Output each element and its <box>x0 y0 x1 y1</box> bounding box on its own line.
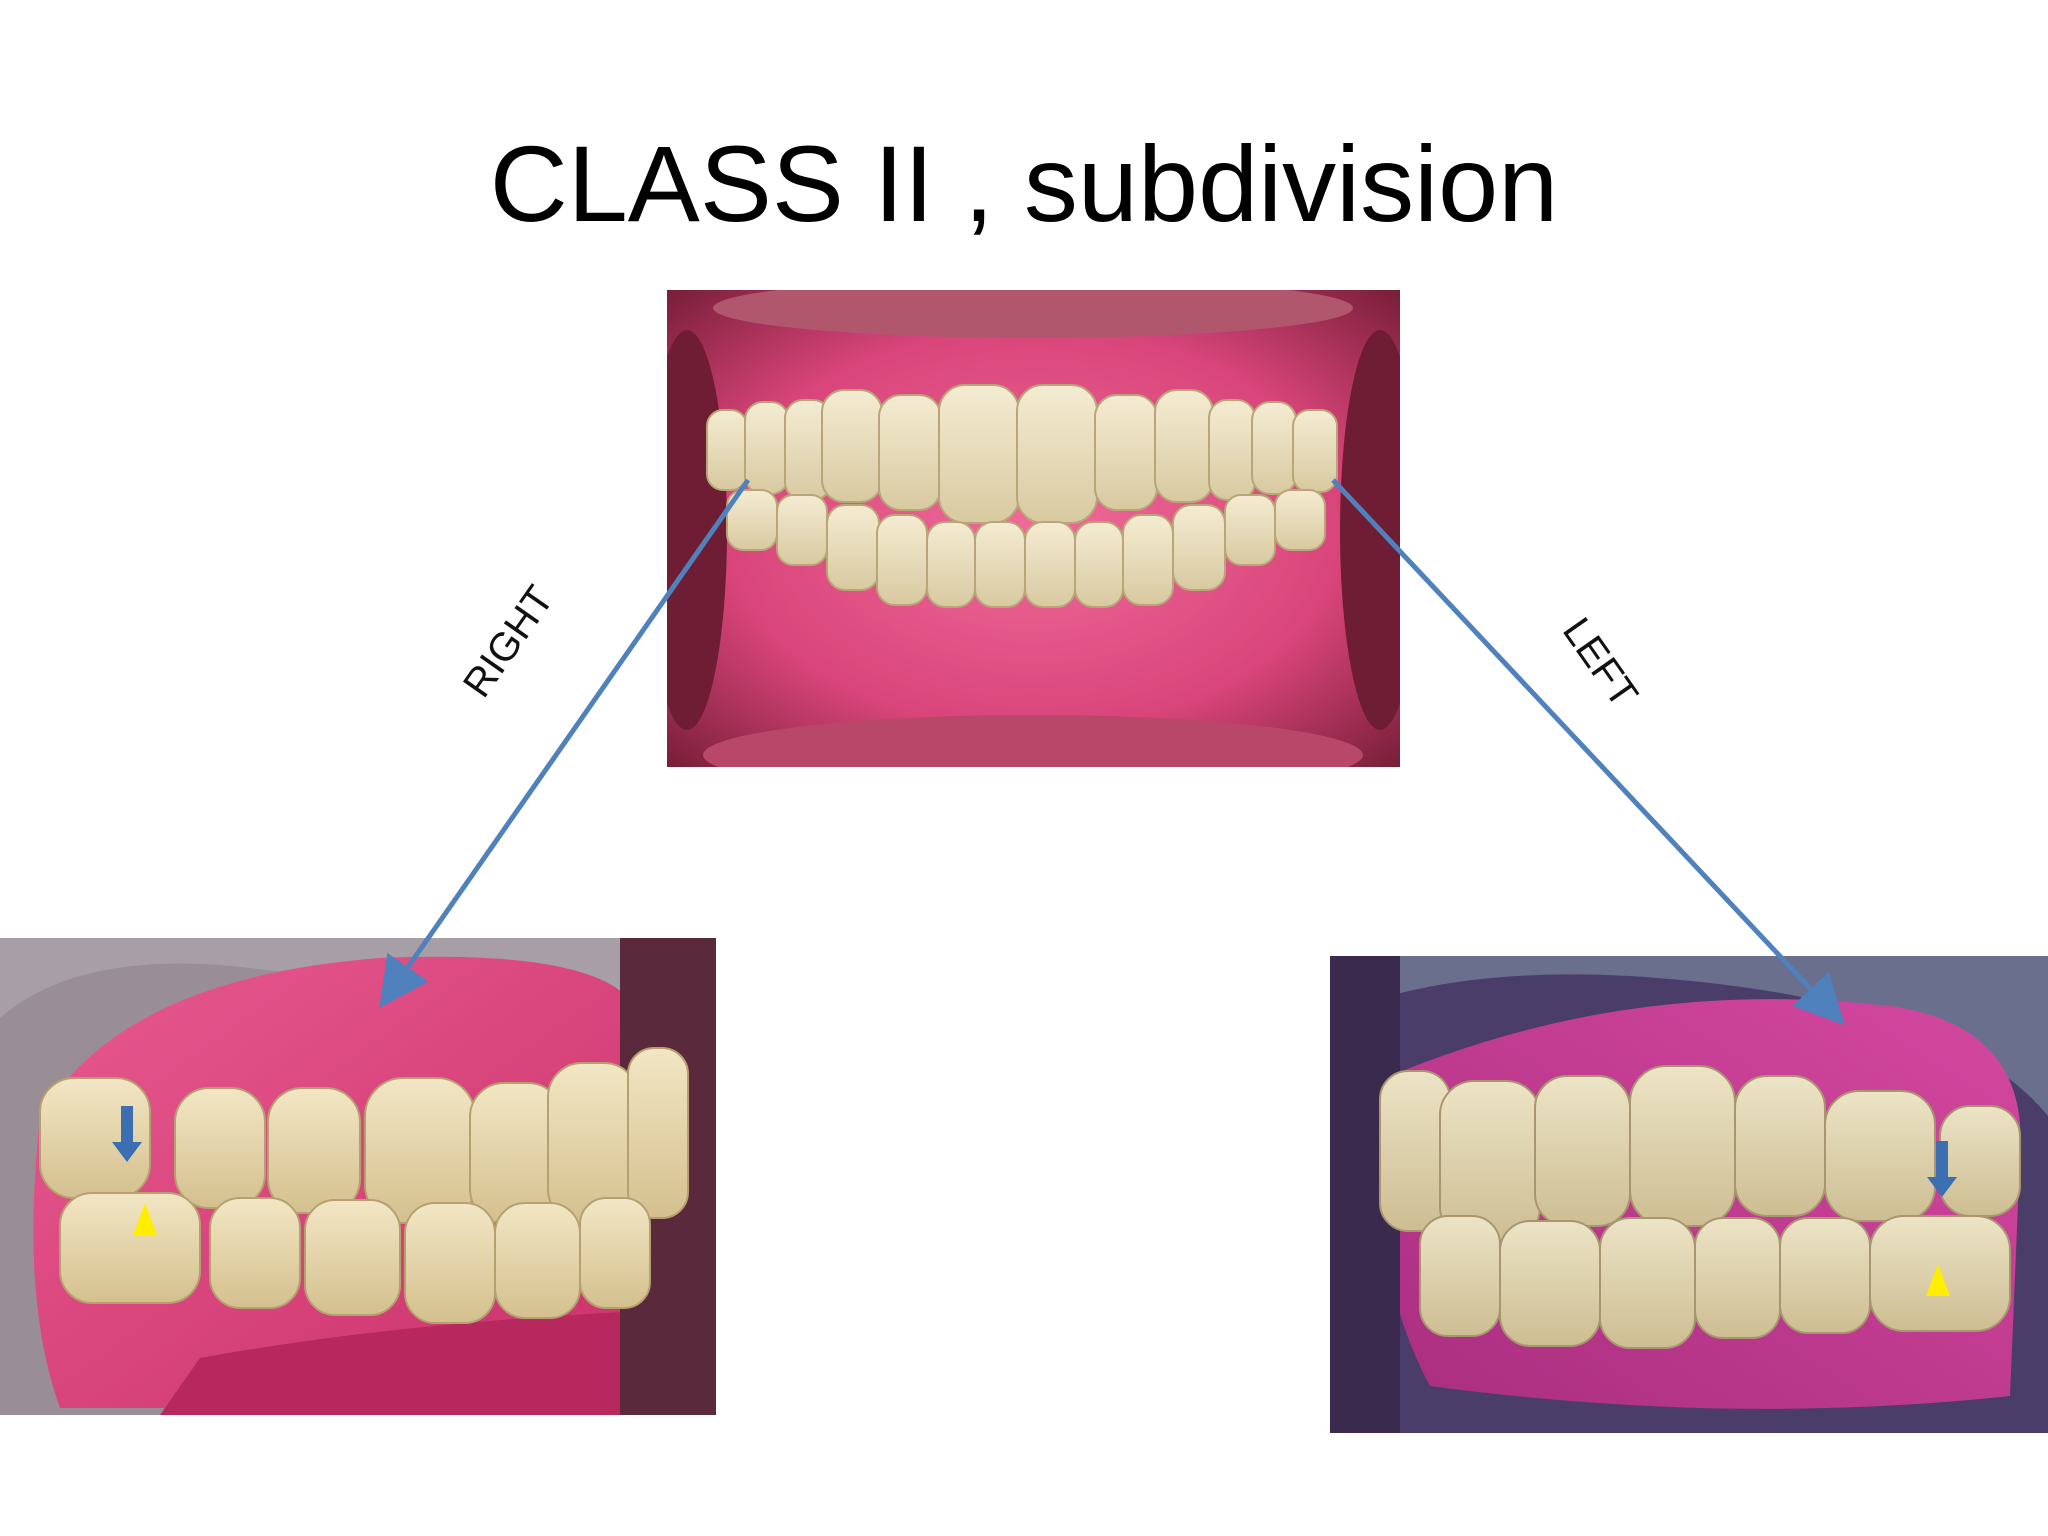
frontal-intraoral-photo <box>667 290 1400 767</box>
right-side-label: RIGHT <box>455 578 563 706</box>
molar-marker-triangle <box>133 1203 157 1235</box>
molar-marker-arrow <box>112 1106 142 1162</box>
slide-title: CLASS II , subdivision <box>489 123 1559 244</box>
right-photo-drawing <box>0 938 716 1415</box>
molar-marker-arrow <box>1927 1141 1957 1197</box>
left-photo-drawing <box>1330 956 2048 1433</box>
left-side-label: LEFT <box>1553 610 1647 716</box>
left-buccal-photo <box>1330 956 2048 1433</box>
right-buccal-photo <box>0 938 716 1415</box>
arrow-to-left-photo <box>1331 478 1845 1026</box>
frontal-photo-drawing <box>667 290 1400 767</box>
molar-marker-triangle <box>1926 1264 1950 1296</box>
